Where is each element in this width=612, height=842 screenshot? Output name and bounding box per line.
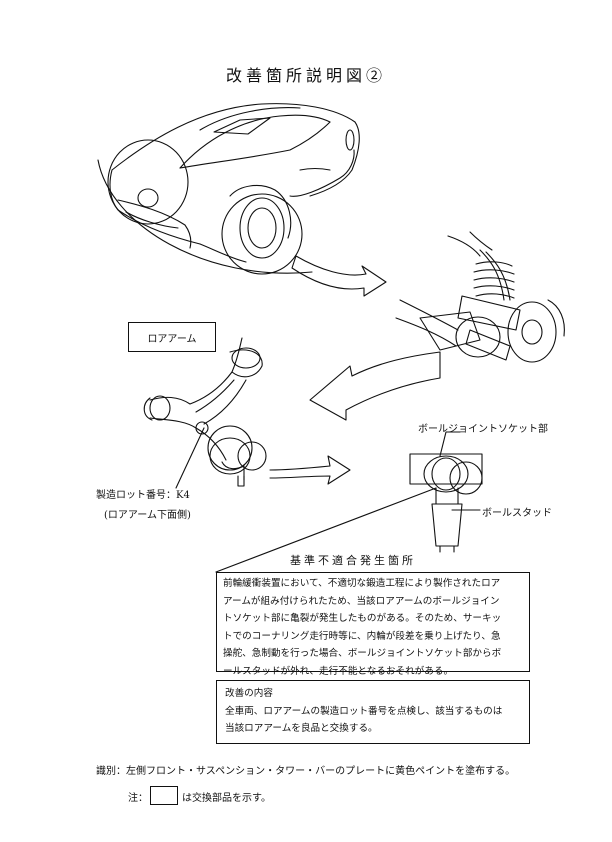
nonconformity-line: 操舵、急制動を行った場合、ボールジョイントソケット部からボ <box>223 648 502 659</box>
nonconformity-heading: 基準不適合発生箇所 <box>290 554 416 567</box>
improvement-box: 改善の内容 全車両、ロアアームの製造ロット番号を点検し、該当するものは 当該ロア… <box>216 680 530 744</box>
ball-joint-illustration <box>409 431 483 553</box>
improvement-heading: 改善の内容 <box>225 688 273 699</box>
part-label-box: ロアアーム <box>128 322 216 352</box>
legend-note-suffix: は交換部品を示す。 <box>182 793 271 804</box>
legend-note-prefix: 注： <box>128 793 148 804</box>
improvement-line: 全車両、ロアアームの製造ロット番号を点検し、該当するものは <box>225 705 503 717</box>
page-title: 改善箇所説明図② <box>225 66 386 85</box>
improvement-line: 当該ロアアームを良品と交換する。 <box>225 723 378 734</box>
car-illustration <box>97 103 360 275</box>
lot-number-label: 製造ロット番号：K4 <box>96 490 190 501</box>
lot-location-label: (ロアアーム下面側) <box>104 510 191 521</box>
suspension-illustration <box>395 231 565 363</box>
identification-note: 識別：左側フロント・サスペンション・タワー・バーのプレートに黄色ペイントを塗布す… <box>96 766 516 777</box>
nonconformity-line: 前輪緩衝装置において、不適切な鍛造工程により製作されたロア <box>223 578 501 589</box>
nonconformity-line: トでのコーナリング走行時等に、内輪が段差を乗り上げたり、急 <box>223 630 501 642</box>
lower-arm-illustration <box>143 337 267 487</box>
arrow-arm-to-balljoint <box>269 455 351 485</box>
ball-joint-socket-label: ボールジョイントソケット部 <box>418 424 548 435</box>
nonconformity-line: トソケット部に亀裂が発生したものがある。そのため、サーキッ <box>223 613 502 624</box>
arrow-suspension-to-arm <box>309 351 441 421</box>
nonconformity-line: アームが組み付けられたため、当該ロアアームのボールジョイン <box>223 595 500 607</box>
replacement-part-legend-box <box>150 786 178 805</box>
nonconformity-box: 前輪緩衝装置において、不適切な鍛造工程により製作されたロア アームが組み付けられ… <box>216 572 530 677</box>
ball-stud-label: ボールスタッド <box>482 508 552 519</box>
part-label: ロアアーム <box>147 333 197 345</box>
nonconformity-line: ールスタッドが外れ、走行不能となるおそれがある。 <box>223 665 454 677</box>
arrow-car-to-suspension <box>291 255 387 297</box>
